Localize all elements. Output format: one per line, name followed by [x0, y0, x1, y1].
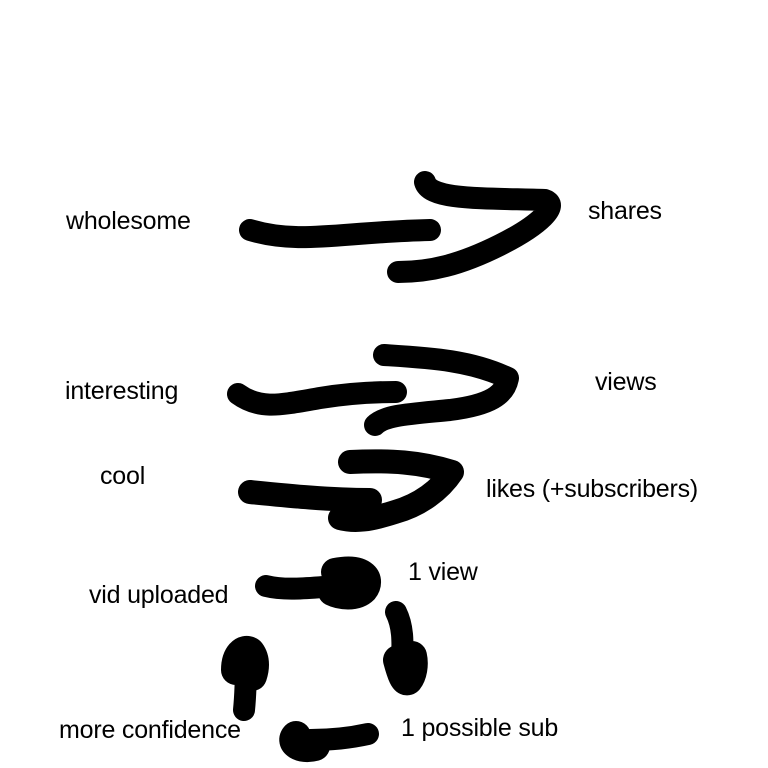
label-1-view: 1 view: [408, 558, 478, 586]
label-vid-uploaded: vid uploaded: [89, 581, 229, 609]
arrow-wholesome-to-shares: [239, 171, 561, 283]
label-cool: cool: [100, 462, 146, 490]
label-wholesome: wholesome: [66, 207, 191, 235]
arrow-interesting-to-views: [227, 344, 519, 436]
label-interesting: interesting: [65, 377, 179, 405]
arrow-cool-to-likes: [238, 449, 464, 532]
arrow-view-to-sub: [383, 601, 428, 696]
arrow-upload-to-view: [255, 556, 381, 610]
label-likes: likes (+subscribers): [486, 475, 699, 503]
label-shares: shares: [588, 197, 662, 225]
arrow-sub-to-confidence: [279, 721, 379, 762]
arrow-confidence-to-upload: [221, 636, 269, 721]
label-1-possible-sub: 1 possible sub: [401, 714, 559, 742]
label-more-confidence: more confidence: [59, 716, 241, 744]
label-views: views: [595, 368, 657, 396]
